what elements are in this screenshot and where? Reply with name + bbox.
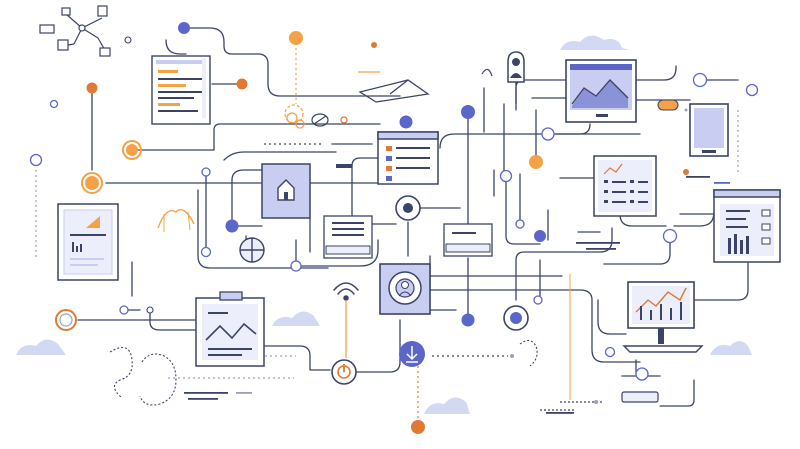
- small-dots: [146, 108, 688, 404]
- info-panel: [443, 223, 493, 257]
- document-window-icon: [377, 131, 439, 185]
- list-panel: [323, 215, 373, 259]
- node-dot: [59, 313, 73, 327]
- network-topology-icon: [39, 5, 111, 57]
- blue-nodes: [178, 22, 546, 327]
- text-line-placeholders: [184, 176, 730, 414]
- node-dot: [340, 116, 348, 124]
- input-bar: [621, 391, 659, 403]
- globe-icon: [239, 237, 265, 263]
- user-profile-icon: [379, 263, 431, 315]
- cloud-icon: [710, 341, 752, 355]
- toggle-switch: [657, 99, 679, 111]
- target-node-core: [510, 312, 522, 324]
- label-line: [336, 164, 352, 168]
- node-dot: [124, 36, 132, 44]
- orange-nodes: [81, 31, 689, 434]
- home-icon: [261, 163, 311, 219]
- tablet-icon: [689, 103, 729, 157]
- checklist-document-icon: [593, 155, 657, 217]
- download-icon: [399, 341, 425, 367]
- target-node-core: [403, 203, 413, 213]
- trend-squiggle: [163, 211, 191, 232]
- document-icon: [151, 55, 211, 125]
- send-icon: [358, 71, 430, 103]
- cloud-icon: [560, 35, 630, 50]
- decorative-curves: [109, 339, 538, 406]
- leaf-icon: [311, 113, 329, 127]
- wifi-icon: [333, 282, 359, 301]
- gear-icon: [284, 104, 305, 129]
- clipboard-chart-icon: [195, 291, 265, 367]
- cloud-icon: [272, 311, 320, 326]
- connection-lines: [77, 27, 749, 407]
- hollow-nodes: [29, 72, 759, 381]
- monitor-chart-icon: [565, 59, 637, 123]
- dashboard-icon: [713, 189, 781, 263]
- laptop-analytics-icon: [622, 281, 704, 353]
- cloud-icon: [424, 397, 470, 414]
- report-document-icon: [57, 203, 119, 281]
- cloud-icon: [16, 339, 66, 355]
- user-pin-icon: [481, 51, 525, 104]
- power-icon: [331, 359, 357, 385]
